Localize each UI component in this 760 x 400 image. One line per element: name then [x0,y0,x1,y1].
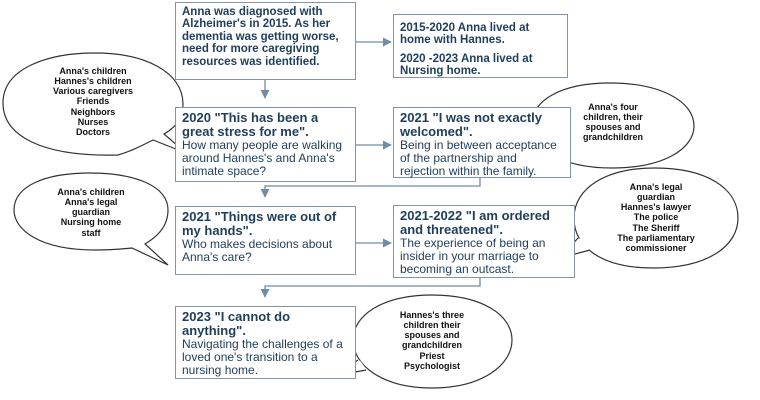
box-2021-2022-title: 2021-2022 "I am ordered and threatened". [400,208,550,238]
box-2023-body: Navigating the challenges of a loved one… [182,337,343,377]
box-2021-hands-body: Who makes decisions about Anna's care? [182,237,333,265]
box-2023-title: 2023 "I cannot do anything". [182,309,291,339]
box-2021-2022-body: The experience of being an insider in yo… [400,236,546,276]
box-living-line-2: 2020 -2023 Anna lived at Nursing home. [400,52,533,78]
box-2021-welcomed-body: Being in between acceptance of the partn… [400,138,557,178]
speech-bubble-2-text: Anna's four children, their spouses and … [582,102,643,143]
box-2021-hands-title: 2021 "Things were out of my hands". [182,209,337,239]
box-diagnosis-text: Anna was diagnosed with Alzheimer's in 2… [182,6,339,68]
speech-bubble-4-text: Anna's legal guardian Hannes's lawyer Th… [617,182,695,253]
box-diagnosis: Anna was diagnosed with Alzheimer's in 2… [175,2,356,80]
box-2021-welcomed-title: 2021 "I was not exactly welcomed". [400,110,543,140]
box-2023: 2023 "I cannot do anything". Navigating … [175,306,356,379]
speech-bubble-5-text: Hannes's three children their spouses an… [399,310,465,371]
box-2021-hands: 2021 "Things were out of my hands". Who … [175,206,356,275]
box-2020-body: How many people are walking around Hanne… [182,138,343,178]
speech-bubble-1-text: Anna's children Hannes's children Variou… [52,66,134,137]
box-2021-2022: 2021-2022 "I am ordered and threatened".… [393,205,575,278]
speech-bubble-3 [13,172,169,266]
speech-bubble-5 [352,294,513,389]
box-2020: 2020 "This has been a great stress for m… [175,107,356,182]
box-2021-welcomed: 2021 "I was not exactly welcomed". Being… [393,107,571,178]
speech-bubble-3-text: Anna's children Anna's legal guardian Nu… [57,187,125,238]
arrow-2021-2022-to-2023 [260,278,481,298]
box-living-situation: 2015-2020 Anna lived at home with Hannes… [393,14,568,78]
arrow-2021a-to-2021b [260,178,481,198]
box-living-line-1: 2015-2020 Anna lived at home with Hannes… [400,22,530,47]
box-2020-title: 2020 "This has been a great stress for m… [182,110,319,140]
